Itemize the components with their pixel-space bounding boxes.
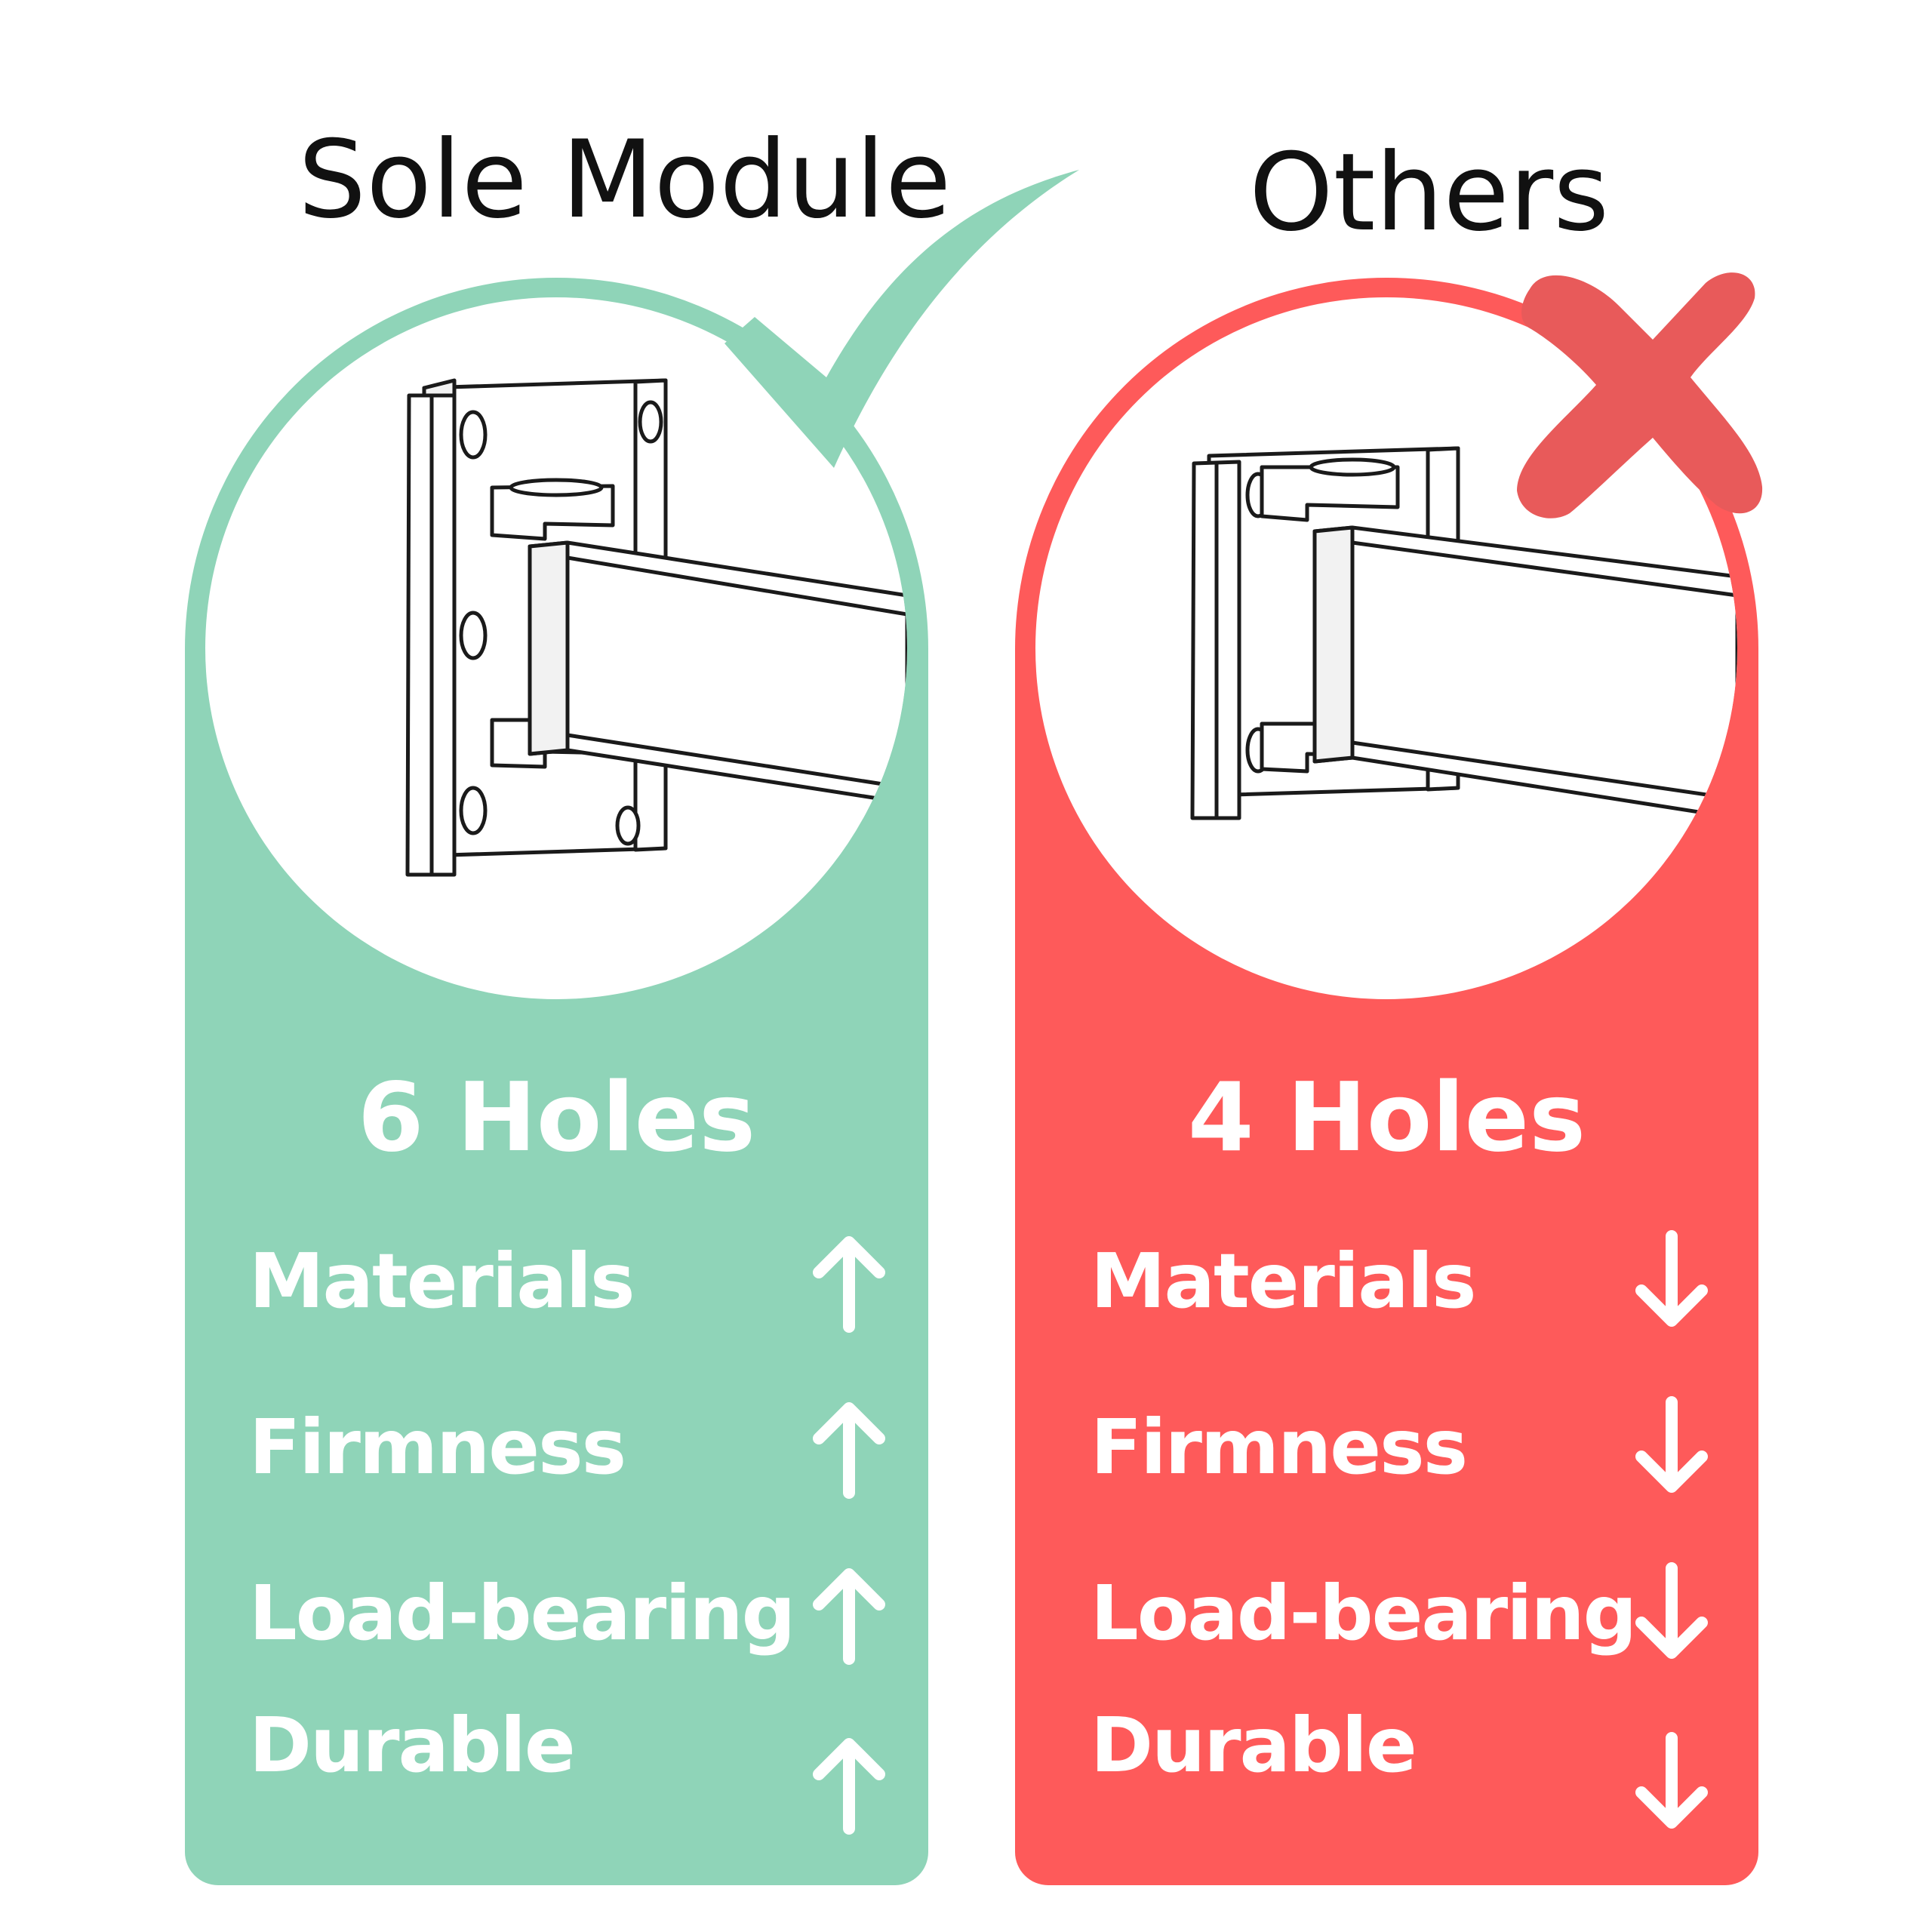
right-feature-row: Materials: [1015, 1229, 1758, 1334]
feature-label: Materials: [1091, 1237, 1476, 1325]
right-title: Others: [1249, 131, 1610, 255]
left-heading: 6 Holes: [357, 1062, 756, 1173]
left-feature-row: Firmness: [185, 1395, 928, 1500]
feature-label: Durable: [1091, 1701, 1417, 1789]
feature-label: Durable: [249, 1701, 576, 1789]
checkmark-icon: [724, 170, 1079, 468]
left-feature-row: Load-bearing: [185, 1561, 928, 1666]
feature-label: Firmness: [249, 1403, 626, 1491]
sole-module-panel: 6 Holes Materials Firmness Load-bearing …: [185, 278, 928, 1885]
arrow-down-icon: [1635, 1396, 1708, 1493]
feature-label: Load-bearing: [249, 1569, 795, 1657]
bracket-drawing: [405, 378, 907, 877]
feature-label: Firmness: [1091, 1403, 1468, 1491]
arrow-down-icon: [1635, 1230, 1708, 1327]
arrow-down-icon: [1635, 1562, 1708, 1659]
right-feature-row: Durable: [1015, 1701, 1758, 1829]
feature-label: Load-bearing: [1091, 1569, 1637, 1657]
arrow-up-icon: [813, 1738, 885, 1835]
right-feature-row: Firmness: [1015, 1395, 1758, 1500]
left-feature-row: Materials: [185, 1229, 928, 1334]
feature-label: Materials: [249, 1237, 635, 1325]
arrow-up-icon: [813, 1568, 885, 1665]
bracket-drawing: [1190, 446, 1737, 820]
cross-icon: [1517, 272, 1763, 518]
arrow-up-icon: [813, 1236, 885, 1333]
others-panel: 4 Holes Materials Firmness Load-bearing …: [1015, 278, 1758, 1885]
left-feature-row: Durable: [185, 1701, 928, 1835]
arrow-down-icon: [1635, 1732, 1708, 1829]
arrow-up-icon: [813, 1402, 885, 1499]
right-feature-row: Load-bearing: [1015, 1561, 1758, 1666]
right-heading: 4 Holes: [1187, 1062, 1586, 1173]
left-title: Sole Module: [298, 118, 952, 242]
